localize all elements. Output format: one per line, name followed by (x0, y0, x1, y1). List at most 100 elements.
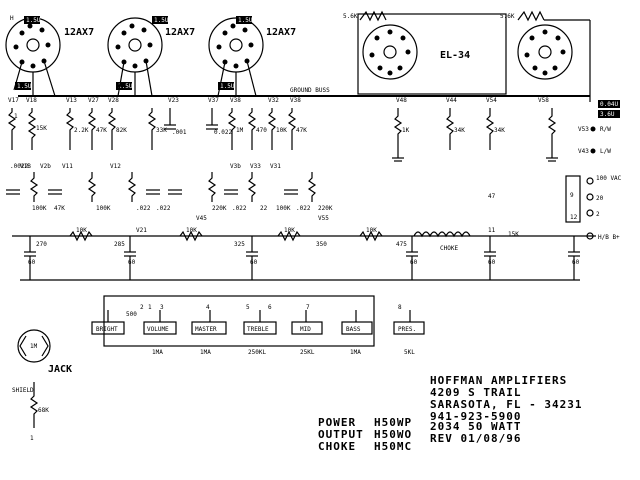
r-top-13: 1K (402, 127, 410, 134)
resistor-column-top: 1 15K 2.2K 47K 82K 33K .001 0.022 1M 470… (7, 108, 558, 162)
node-v31: V31 (270, 163, 281, 170)
node-v11: V11 (62, 163, 73, 170)
term-bplus: H/B B+ (598, 234, 620, 241)
node-v12: V12 (110, 163, 121, 170)
ladder-475: 475 (396, 241, 407, 248)
cap-60-4: 60 (410, 259, 418, 266)
cap-row-9: 22 (260, 205, 268, 212)
ground-buss: GROUND BUSS (18, 87, 590, 97)
pot-pin-1: 1 (148, 304, 152, 311)
jack-r1: 1M (30, 343, 38, 350)
tube-v1: 12AX7 1.5U 1.5U H (5, 15, 94, 97)
pot-val-bass: 1MA (350, 349, 361, 356)
cap-60-6: 60 (572, 259, 580, 266)
tube-v2-label: 12AX7 (165, 27, 195, 38)
tube-v1-label: 12AX7 (64, 27, 94, 38)
pot-mid: MID (300, 326, 311, 333)
tube-v1-tag-bot: 1.5U (17, 83, 32, 90)
r-top-4: 47K (96, 127, 107, 134)
cap-47: 47 (488, 193, 496, 200)
r-top-10: 470 (256, 127, 267, 134)
r-top-5: 82K (116, 127, 127, 134)
pot-val-pres: 5KL (404, 349, 415, 356)
ladder-choke: CHOKE (440, 245, 458, 252)
term-9: 9 (570, 192, 574, 199)
ladder-10k-2: 10K (186, 227, 197, 234)
jack-label: JACK (48, 364, 72, 375)
node-v18: V18 (26, 97, 37, 104)
cap-row-6: .022 (156, 205, 171, 212)
pot-pin-6: 6 (268, 304, 272, 311)
tube-v2-tag-bot: 1.5U (118, 83, 133, 90)
pot-pin-8: 8 (398, 304, 402, 311)
node-v13: V13 (66, 97, 77, 104)
tube-v3-label: 12AX7 (266, 27, 296, 38)
cap-row-7: 220K (212, 205, 227, 212)
cap-60-1: 60 (28, 259, 36, 266)
c-top-8: 0.022 (214, 129, 232, 136)
side-lw: L/W (600, 148, 611, 155)
ladder-11: 11 (488, 227, 496, 234)
node-v55: V55 (318, 215, 329, 222)
node-v2b: V2b (40, 163, 51, 170)
c-top-7: .001 (172, 129, 187, 136)
ladder-15k: 15K (508, 231, 519, 238)
pot-pin-7: 7 (306, 304, 310, 311)
company-address2: SARASOTA, FL - 34231 (430, 398, 582, 411)
side-v53: V53 (578, 126, 589, 133)
r-top-2: 15K (36, 125, 47, 132)
tube-el34-2: 5.6K (500, 10, 591, 102)
tube-v3-tag-bot: 1.5U (220, 83, 235, 90)
pot-val-master: 1MA (200, 349, 211, 356)
cap-60-3: 60 (250, 259, 258, 266)
pot-bass: BASS (346, 326, 361, 333)
node-v38a: V38 (230, 97, 241, 104)
tube-v3: 12AX7 1.5U 1.5U (208, 16, 296, 97)
cap-row-4: 100K (96, 205, 111, 212)
pots-panel: BRIGHT VOLUME MASTER TREBLE MID BASS PRE… (91, 295, 425, 356)
ladder-350: 350 (316, 241, 327, 248)
spec-choke-value: H50MC (374, 440, 412, 453)
ladder-10k-3: 10K (284, 227, 295, 234)
tube-v2: 12AX7 1.5U 1.5U (107, 16, 195, 97)
ladder-285: 285 (114, 241, 125, 248)
cap-row-12: 220K (318, 205, 333, 212)
r-top-3: 2.2K (74, 127, 89, 134)
ladder-v21: V21 (136, 227, 147, 234)
pot-bright: BRIGHT (96, 326, 118, 333)
r-top-9: 1M (236, 127, 244, 134)
side-rw: R/W (600, 126, 611, 133)
ground-buss-label: GROUND BUSS (290, 87, 330, 94)
cap-row-11: .022 (296, 205, 311, 212)
r-top-14: 34K (454, 127, 465, 134)
cap-row-8: .022 (232, 205, 247, 212)
spec-choke-label: CHOKE (318, 440, 356, 453)
node-v17: V17 (8, 97, 19, 104)
pot-pin-3: 3 (160, 304, 164, 311)
node-v45: V45 (196, 215, 207, 222)
pot-val-mid: 25KL (300, 349, 315, 356)
ladder-325: 325 (234, 241, 245, 248)
node-v3b: V3b (230, 163, 241, 170)
pot-treble: TREBLE (247, 326, 269, 333)
node-v27: V27 (88, 97, 99, 104)
pot-pin-5: 5 (246, 304, 250, 311)
ladder-10k-4: 10K (366, 227, 377, 234)
node-v1b: V1B (20, 163, 31, 170)
ladder-10k-1: 10K (76, 227, 87, 234)
node-labels-bottom: V1B V2b V11 V12 V3b V33 V31 V55 V45 (20, 163, 329, 222)
pot-master: MASTER (195, 326, 217, 333)
right-tag-2: 3.6U (600, 111, 615, 118)
el34-res-left: 5.6K (343, 13, 358, 20)
company-phone: 941-923-5900 (430, 410, 521, 423)
term-20: 20 (596, 195, 604, 202)
cap-row-2: 100K (32, 205, 47, 212)
node-v58: V58 (538, 97, 549, 104)
spec-output-label: OUTPUT (318, 428, 364, 441)
spec-rev: REV 01/08/96 (430, 432, 521, 445)
pot-pres: PRES. (398, 326, 416, 333)
node-v33: V33 (250, 163, 261, 170)
node-v28: V28 (108, 97, 119, 104)
spec-power-label: POWER (318, 416, 356, 429)
